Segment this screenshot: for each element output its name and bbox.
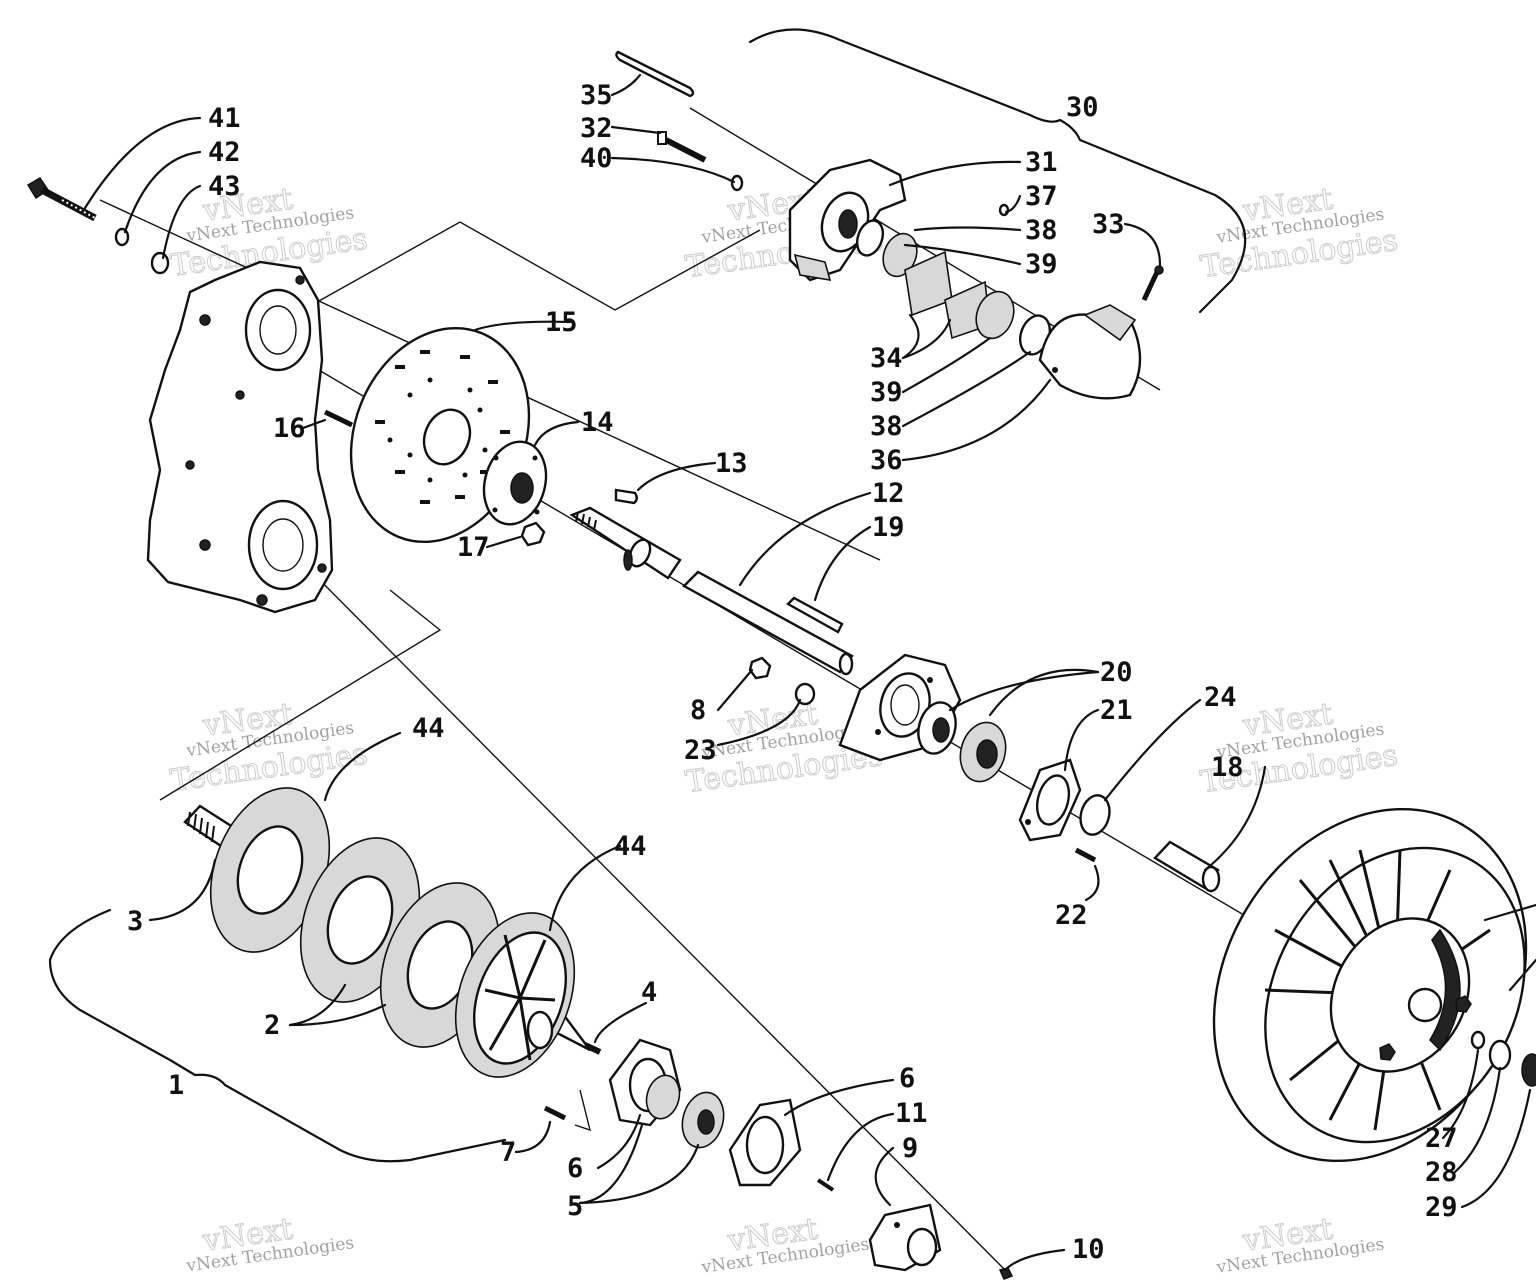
callout-24: 24 (1204, 682, 1237, 713)
callout-44: 44 (412, 713, 445, 744)
bolt-41 (26, 176, 97, 222)
callout-39: 39 (1025, 249, 1058, 280)
bearings-20 (917, 701, 1007, 783)
key-13 (614, 488, 638, 505)
callout-31: 31 (1025, 147, 1058, 178)
callout-39: 39 (870, 377, 903, 408)
piston-seal-39-38 (975, 290, 1052, 356)
washer-23 (794, 682, 816, 706)
bolt-22 (1074, 847, 1097, 863)
stud-16 (323, 409, 354, 428)
key-19 (786, 596, 844, 634)
callout-4: 4 (641, 977, 657, 1008)
bleeder-33 (1141, 265, 1164, 302)
callout-40: 40 (580, 143, 613, 174)
chaincase-housing (146, 260, 334, 614)
bolt-32 (657, 131, 707, 163)
bolt-11 (816, 1178, 835, 1192)
caliper-body-31 (788, 158, 907, 282)
callout-44: 44 (614, 831, 647, 862)
callout-22: 22 (1055, 900, 1088, 931)
callout-17: 17 (457, 532, 490, 563)
washer-28 (1488, 1039, 1512, 1071)
caliper-half-36 (1038, 304, 1142, 400)
flange-6b (728, 1098, 802, 1187)
leader-lines (83, 73, 1536, 1272)
callout-15: 15 (545, 307, 578, 338)
callout-23: 23 (684, 735, 717, 766)
callout-10: 10 (1072, 1234, 1105, 1265)
callout-43: 43 (208, 171, 241, 202)
piston-seal-38-39 (855, 219, 918, 278)
washer-40 (730, 174, 744, 192)
callout-16: 16 (273, 413, 306, 444)
callout-8: 8 (690, 695, 706, 726)
callout-20: 20 (1100, 657, 1133, 688)
spacer-18 (1153, 840, 1221, 893)
washer-43 (150, 251, 170, 275)
callout-38: 38 (1025, 215, 1058, 246)
callout-6: 6 (899, 1063, 915, 1094)
callout-34: 34 (870, 343, 903, 374)
flange-21 (1018, 758, 1082, 842)
callout-13: 13 (715, 448, 748, 479)
bearings-5 (645, 1074, 725, 1149)
driven-clutch (1212, 807, 1528, 1163)
callout-37: 37 (1025, 181, 1058, 212)
callout-12: 12 (872, 478, 905, 509)
bolt-4 (583, 1042, 602, 1055)
nut-29 (1521, 1053, 1536, 1087)
callout-21: 21 (1100, 695, 1133, 726)
callout-2: 2 (264, 1010, 280, 1041)
callout-9: 9 (902, 1133, 918, 1164)
callout-28: 28 (1425, 1157, 1458, 1188)
callout-19: 19 (872, 512, 905, 543)
callout-38: 38 (870, 411, 903, 442)
pin-37 (998, 203, 1010, 217)
callout-41: 41 (208, 103, 241, 134)
bolt-7 (543, 1105, 567, 1121)
bracket-30 (748, 28, 1247, 314)
hub-14 (482, 440, 548, 526)
callout-7: 7 (500, 1137, 516, 1168)
jackshaft (569, 506, 682, 580)
nut-8 (748, 656, 772, 680)
callout-27: 27 (1425, 1123, 1458, 1154)
callout-6: 6 (567, 1153, 583, 1184)
spring-35 (615, 50, 695, 98)
callout-29: 29 (1425, 1192, 1458, 1223)
callout-5: 5 (567, 1191, 583, 1222)
bracket-1 (48, 908, 507, 1163)
idler-wheel-44 (454, 912, 576, 1078)
washer-27 (1470, 1030, 1486, 1050)
callout-3: 3 (127, 906, 143, 937)
callout-30: 30 (1066, 92, 1099, 123)
callout-11: 11 (895, 1098, 928, 1129)
callout-33: 33 (1092, 209, 1125, 240)
callout-35: 35 (580, 80, 613, 111)
callout-18: 18 (1211, 752, 1244, 783)
callout-42: 42 (208, 137, 241, 168)
callout-36: 36 (870, 445, 903, 476)
seal-24 (1079, 794, 1111, 836)
callout-1: 1 (168, 1070, 184, 1101)
callout-14: 14 (581, 407, 614, 438)
callout-labels: 41 42 43 35 32 40 30 31 37 38 39 33 34 3… (127, 80, 1458, 1265)
callout-32: 32 (580, 113, 613, 144)
tube-12 (682, 570, 854, 676)
nut-17 (520, 521, 546, 547)
cover-9 (868, 1203, 942, 1272)
